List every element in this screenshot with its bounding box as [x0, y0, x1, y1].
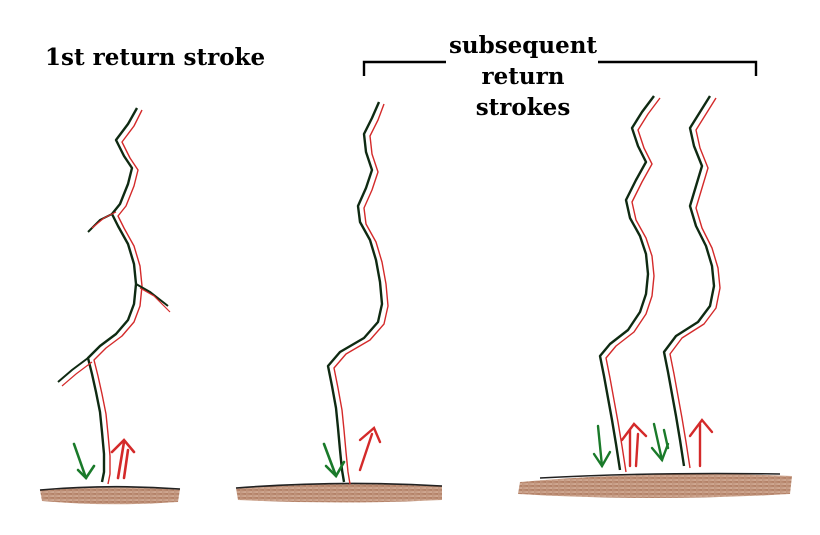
subsequent-label-line: return [481, 63, 565, 90]
bracket-right [598, 60, 758, 76]
red-up-arrow-icon [358, 426, 382, 472]
lightning-branch [91, 211, 117, 229]
subsequent-strokes-bracket [362, 60, 758, 76]
lightning-channel-red [605, 97, 661, 473]
ground-strip [518, 474, 792, 498]
ground-line [39, 485, 181, 491]
subsequent-label-line: strokes [475, 94, 571, 121]
panel-subsequent-stroke-1 [235, 101, 443, 503]
lightning-channel-dark [662, 95, 716, 467]
green-down-arrow-icon [72, 442, 96, 481]
ground-strip [236, 483, 442, 503]
red-up-arrow-icon [110, 438, 136, 480]
lightning-channel-red [669, 97, 721, 469]
lightning-channel-dark [598, 95, 655, 471]
panel-first-return-stroke [39, 107, 181, 505]
lightning-channel-red [333, 103, 389, 485]
subsequent-label-line: subsequent [448, 32, 598, 59]
lightning-branch [87, 213, 113, 233]
bracket-left [362, 60, 446, 76]
lightning-channel-dark [86, 107, 139, 483]
ground-strip [40, 486, 180, 505]
lightning-branch [61, 361, 93, 387]
lightning-channel-red [93, 109, 143, 485]
lightning-branch [135, 283, 169, 307]
panel-subsequent-stroke-2 [518, 95, 792, 498]
green-down-arrow-icon [592, 424, 612, 469]
first-return-stroke-label: 1st return stroke [45, 44, 266, 71]
red-up-arrow-icon [620, 422, 648, 468]
ground-line [235, 482, 443, 489]
subsequent-return-strokes-label: subsequent return strokes [443, 30, 603, 123]
green-down-arrow-icon [650, 422, 670, 463]
ground-line [539, 472, 781, 479]
lightning-branch [57, 357, 89, 383]
lightning-branch [139, 287, 171, 313]
green-down-arrow-icon [322, 442, 346, 479]
lightning-channel-dark [326, 101, 384, 483]
red-up-arrow-icon [688, 418, 714, 468]
